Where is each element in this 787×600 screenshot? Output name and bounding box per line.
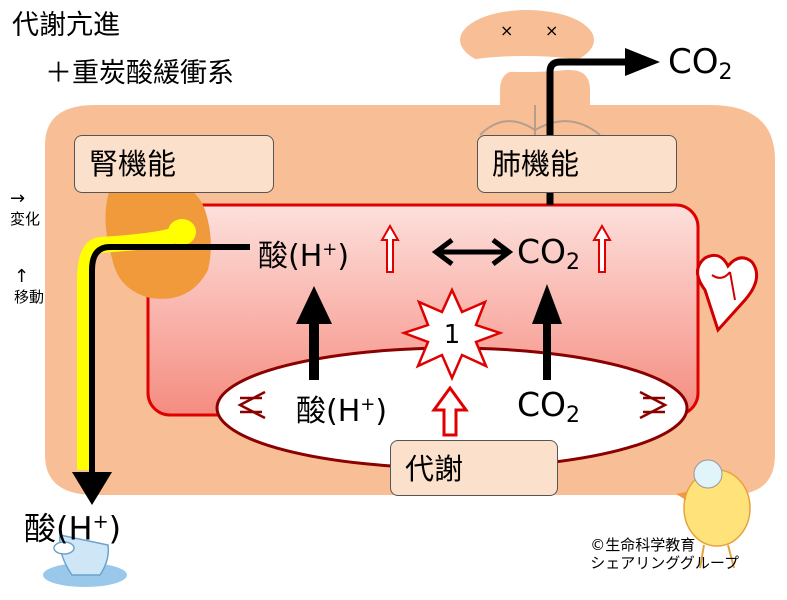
exhale-arrow xyxy=(546,58,630,205)
toilet-icon xyxy=(43,534,127,587)
badge-number: 1 xyxy=(444,320,461,350)
chick-mascot-icon xyxy=(676,459,751,569)
credit-line-2: シェアリンググループ xyxy=(590,554,739,572)
tissue-chevrons xyxy=(237,390,668,420)
credit-text: ©生命科学教育 シェアリンググループ xyxy=(590,536,739,572)
acid-move-arrow xyxy=(296,286,332,380)
excretion-arrow xyxy=(89,244,250,478)
lung-icon xyxy=(479,105,601,140)
eye-left-icon: × xyxy=(500,21,513,40)
co2-move-arrow xyxy=(532,284,562,380)
equilibrium-arrow xyxy=(431,238,514,266)
legend-change: → 変化 xyxy=(10,190,40,229)
blood-co2-label: CO2 xyxy=(517,232,581,275)
kidney-function-label: 腎機能 xyxy=(74,135,274,193)
heart-icon xyxy=(696,253,759,333)
tissue-acid-label: 酸(H+) xyxy=(296,394,388,429)
title-line-2: ＋重炭酸緩衝系 xyxy=(45,58,234,89)
right-arrow-icon: → xyxy=(10,188,26,209)
up-arrow-icon: ↑ xyxy=(14,266,30,287)
co2-increase-arrow xyxy=(592,223,612,273)
acid-increase-arrow xyxy=(380,223,400,273)
metabolism-up-arrow xyxy=(431,385,469,437)
lung-function-label: 肺機能 xyxy=(477,135,677,193)
urine-acid-label: 酸(H+) xyxy=(24,509,122,548)
tissue-co2-label: CO2 xyxy=(517,385,581,428)
head-shape xyxy=(460,10,594,70)
legend-move: ↑ 移動 xyxy=(14,268,44,307)
legend-change-text: 変化 xyxy=(10,210,41,228)
eye-right-icon: × xyxy=(545,21,558,40)
title-line-1: 代謝亢進 xyxy=(12,10,120,41)
exhaled-co2-label: CO2 xyxy=(668,42,733,85)
metabolism-label: 代謝 xyxy=(390,440,558,496)
blood-acid-label: 酸(H+) xyxy=(258,239,350,274)
starburst-badge xyxy=(400,286,504,382)
legend-move-text: 移動 xyxy=(14,288,45,306)
credit-line-1: ©生命科学教育 xyxy=(590,536,696,554)
